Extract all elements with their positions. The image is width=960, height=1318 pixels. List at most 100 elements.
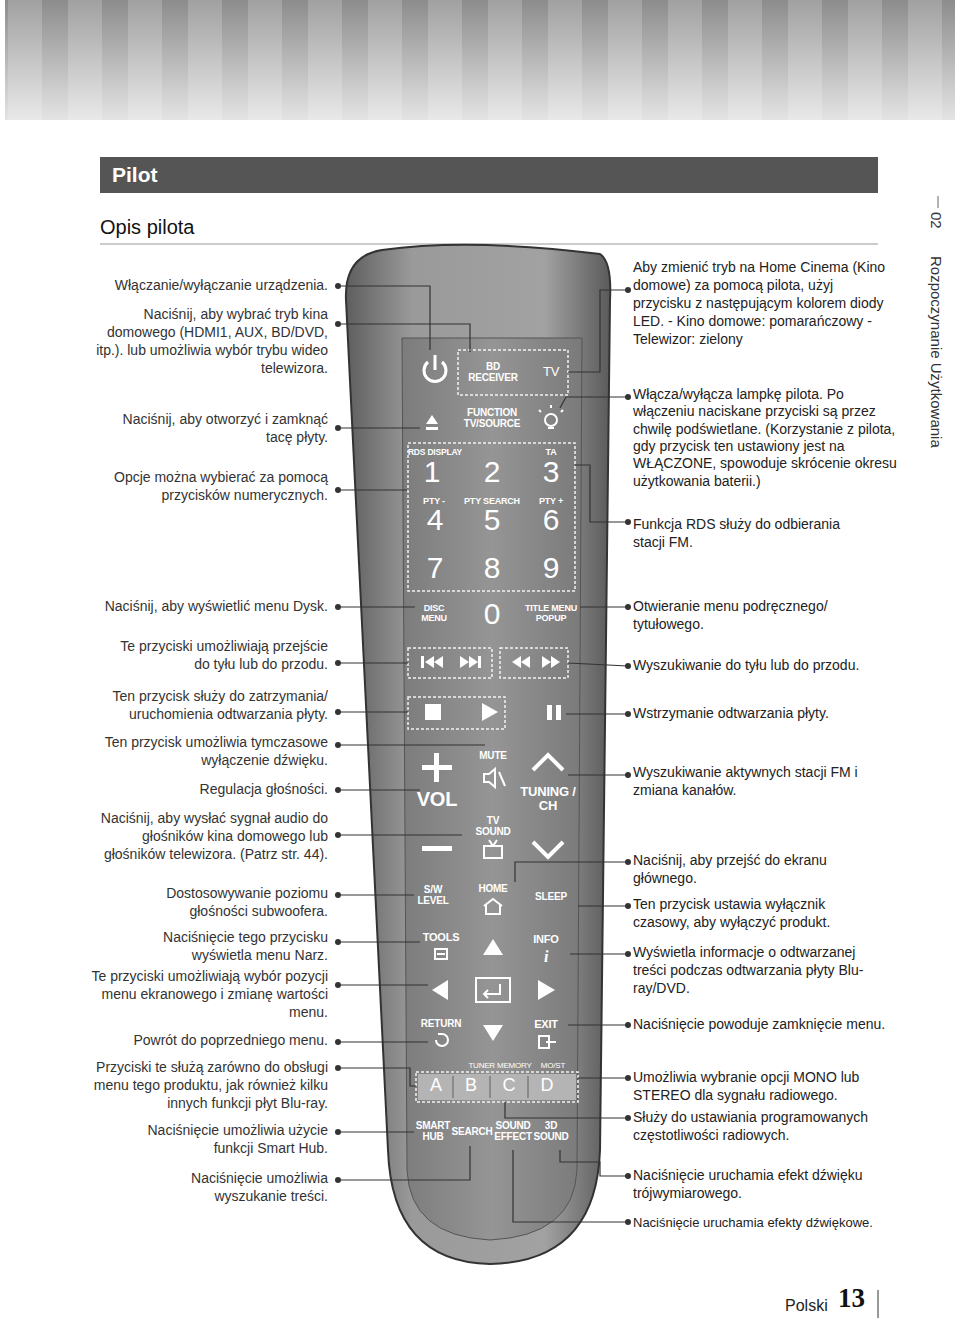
callout-text: Naciśnij, aby wysłać sygnał audio do gło…: [78, 810, 328, 864]
leader-dot-part: [335, 832, 341, 838]
button-label: SMART HUB: [415, 1121, 451, 1143]
button-icon-part: [538, 980, 555, 1000]
button-label: 4: [420, 504, 450, 536]
button-icon-stroke-part: [452, 1076, 454, 1098]
leader-dot-part: [625, 1173, 631, 1179]
leader-line-part: [505, 1102, 628, 1118]
dashed-group-part: [408, 443, 575, 591]
button-icon-stroke-part: [484, 899, 502, 906]
leader-line-part: [338, 941, 420, 942]
button-icon-part: [434, 656, 443, 668]
callout-text: Naciśnięcie uruchamia efekt dźwięku trój…: [633, 1167, 868, 1203]
callout-text: Wstrzymanie odtwarzania płyty.: [633, 705, 913, 723]
leader-line-part: [570, 953, 628, 954]
button-icon-stroke-part: [550, 405, 552, 408]
callout-text: Naciśnij, aby wyświetlić menu Dysk.: [78, 598, 328, 616]
button-icon-part: [547, 705, 552, 720]
header-photo: [5, 0, 955, 120]
callout-text: Aby zmienić tryb na Home Cinema (Kino do…: [633, 259, 895, 349]
button-icon-stroke-part: [484, 846, 502, 858]
button-label: EXIT: [526, 1019, 566, 1031]
button-label: TV: [531, 365, 571, 379]
leader-dot-part: [625, 287, 631, 293]
callout-text: Regulacja głośności.: [78, 781, 328, 799]
callout-text: Polski: [785, 1296, 845, 1316]
button-icon-part: [521, 656, 530, 668]
button-icon-stroke-part: [437, 953, 445, 955]
button-icon-part: [460, 656, 469, 668]
leader-dot-part: [625, 1075, 631, 1081]
callout-text: Naciśnięcie tego przycisku wyświetla men…: [133, 929, 328, 965]
callout-text: Wyszukiwanie aktywnych stacji FM i zmian…: [633, 764, 873, 800]
button-icon-stroke-part: [533, 842, 563, 857]
button-icon-part: [542, 656, 551, 668]
button-icon-stroke-part: [434, 355, 437, 370]
leader-line-part: [338, 744, 485, 745]
dashed-group: [408, 350, 578, 1102]
button-icon-part: [425, 656, 434, 668]
dashed-group-part: [500, 648, 568, 678]
callout-text: Naciśnij, aby przejść do ekranu głównego…: [633, 852, 853, 888]
callout-text: Naciśnięcie uruchamia efekty dźwiękowe.: [633, 1215, 923, 1232]
callout-text: Ten przycisk służy do zatrzymania/ uruch…: [83, 688, 328, 724]
leader-dot-part: [625, 663, 631, 669]
button-icon-stroke-part: [489, 1076, 491, 1098]
leader-dot-part: [625, 859, 631, 865]
callout-text: Włączanie/wyłączanie urządzenia.: [78, 277, 328, 295]
callout-text: Otwieranie menu podręcznego/ tytułowego.: [633, 598, 863, 634]
leader-dot-part: [335, 1065, 341, 1071]
button-icon-part: [434, 753, 439, 782]
header-photo-part: [5, 0, 955, 120]
leader-dot-part: [625, 711, 631, 717]
leader-line-part: [566, 713, 628, 714]
button-label: B: [456, 1076, 486, 1095]
leader-line: [338, 286, 628, 1222]
callout-text: Ten przycisk umożliwia tymczasowe wyłącz…: [98, 734, 328, 770]
leader-line-part: [568, 774, 628, 775]
leader-dot-part: [625, 772, 631, 778]
leader-line-part: [560, 397, 628, 408]
leader-line-part: [568, 290, 628, 372]
button-label: SLEEP: [529, 892, 573, 903]
button-icon-stroke-part: [486, 905, 500, 914]
leader-line-part: [578, 1077, 628, 1078]
leader-line-part: [578, 905, 628, 906]
button-icon-part: [483, 1025, 503, 1041]
button-label: FUNCTION TV/SOURCE: [461, 408, 523, 430]
callout-text: Naciśnięcie powoduje zamknięcie menu.: [633, 1016, 913, 1034]
button-icon-part: [421, 656, 424, 668]
button-label: BD RECEIVER: [464, 362, 522, 384]
leader-dot-part: [625, 604, 631, 610]
callout-text: Ten przycisk ustawia wyłącznik czasowy, …: [633, 896, 858, 932]
button-icon-stroke-part: [539, 410, 541, 412]
button-label: MO/ST: [538, 1062, 568, 1071]
callout-text: Służy do ustawiania programowanych częst…: [633, 1109, 888, 1145]
leader-line-part: [580, 606, 628, 607]
button-icon-part: [551, 656, 560, 668]
remote-body: [346, 245, 610, 1264]
remote-body-part: [402, 338, 582, 1240]
callout-text: Powrót do poprzedniego menu.: [78, 1032, 328, 1050]
leader-dot-part: [335, 1129, 341, 1135]
button-label: 8: [477, 552, 507, 584]
leader-dot-part: [335, 939, 341, 945]
button-icon-stroke-part: [493, 840, 497, 846]
button-label: 2: [477, 456, 507, 488]
button-label: MUTE: [473, 751, 513, 762]
leader-line-part: [338, 662, 408, 663]
leader-line-part: [338, 834, 462, 835]
dashed-group-part: [408, 648, 492, 678]
button-label: DISC MENU: [416, 604, 452, 623]
title-band-part: [938, 196, 939, 208]
button-label: SEARCH: [450, 1127, 494, 1138]
leader-dot-part: [335, 1177, 341, 1183]
callout-text: Umożliwia wybranie opcji MONO lub STEREO…: [633, 1069, 878, 1105]
leader-line-part: [338, 1068, 416, 1086]
button-icon-part: [426, 415, 438, 424]
leader-line-part: [338, 984, 428, 985]
button-icon-part: [483, 939, 503, 955]
leader-dot-part: [335, 742, 341, 748]
button-icon-stroke-part: [561, 410, 563, 412]
button-label: i: [536, 948, 556, 965]
callout-text: Te przyciski umożliwiają przejście do ty…: [108, 638, 328, 674]
